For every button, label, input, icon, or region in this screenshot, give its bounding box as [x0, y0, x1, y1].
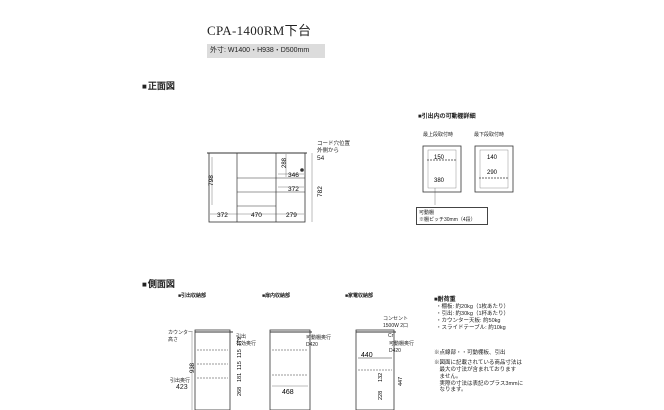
- load-item: ・棚板: 約20kg（1枚あたり）: [436, 304, 510, 310]
- front-view-heading: 正面図: [142, 79, 175, 92]
- counter-height-label: カウンター 高さ: [168, 330, 194, 343]
- dim-140: 140: [487, 155, 498, 161]
- drawer-depth-label: 引出奥行: [170, 378, 191, 384]
- outlet-label: コンセント 1500W 2口: [383, 316, 409, 329]
- door-width: 468: [282, 389, 294, 396]
- dim-440: 440: [361, 352, 373, 359]
- load-item: ・スライドテーブル: 約10kg: [436, 324, 506, 331]
- appliance-shelf-label: 可動棚奥行 D420: [389, 341, 415, 354]
- notes-list: ※点線部・・可動棚板、引出 ※図面に記載されている商品寸法は 最大の寸法が含まれ…: [434, 350, 523, 394]
- side-view-heading: 側面図: [142, 277, 175, 290]
- dim-372b: 372: [217, 212, 228, 219]
- load-item: ・カウンター天板: 約50kg: [436, 317, 501, 324]
- cr-label: Cr: [388, 333, 394, 339]
- dim-228: 228: [378, 391, 384, 400]
- note-item: ※点線部・・可動棚板、引出: [434, 350, 506, 356]
- note-item: なります。: [434, 387, 467, 394]
- dim-470: 470: [251, 212, 262, 219]
- dim-288: 288: [282, 157, 288, 168]
- dim-290: 290: [487, 170, 498, 176]
- label-bottom-mount: 最下段取付時: [474, 132, 505, 138]
- drawer-depth-value: 423: [176, 384, 188, 391]
- shelf-detail-drawing: 150 380 140 290: [422, 145, 514, 205]
- dim-372a: 372: [288, 186, 299, 193]
- drawer-side-drawing: 938 179 115 115 181 268: [190, 329, 243, 410]
- cord-note: コード穴位置 外側から 54: [317, 141, 351, 162]
- cord-hole-icon: [300, 168, 304, 172]
- label-top-mount: 最上段取付時: [423, 132, 454, 138]
- view-heading-drawer: ■引出収納部: [178, 293, 207, 299]
- svg-text:181: 181: [237, 373, 243, 382]
- svg-text:115: 115: [237, 361, 243, 370]
- shelf-detail-heading: ■引出内の可動棚詳細: [418, 114, 476, 120]
- dim-346: 346: [288, 172, 299, 179]
- svg-text:179: 179: [237, 337, 243, 346]
- note-item: 最大の寸法が含まれております: [434, 366, 517, 373]
- appliance-side-drawing: 440 447 132 228: [355, 329, 404, 410]
- dim-132: 132: [378, 373, 384, 382]
- drawer-effective-depth-label: 引出 有効奥行: [236, 334, 257, 347]
- outer-dimensions: 外寸: W1400・H938・D500mm: [207, 44, 325, 58]
- dim-798: 798: [208, 175, 215, 186]
- dim-938: 938: [190, 362, 196, 373]
- dim-380: 380: [434, 178, 445, 184]
- front-view-drawing: 288 346 798 372 782 372 470 279: [207, 152, 324, 223]
- dim-782: 782: [317, 186, 324, 197]
- door-shelf-depth-label: 可動棚奥行 D420: [306, 335, 332, 348]
- view-heading-appliance: ■家電収納部: [345, 293, 374, 299]
- page-title: CPA-1400RM下台: [207, 23, 312, 38]
- dim-279: 279: [286, 212, 297, 219]
- view-heading-door: ■扉内収納部: [262, 293, 291, 299]
- svg-text:115: 115: [237, 349, 243, 358]
- door-side-drawing: 468: [269, 329, 312, 410]
- load-item: ・引出: 約30kg（1杯あたり）: [436, 310, 510, 317]
- note-item: ※図面に記載されている商品寸法は: [434, 359, 522, 366]
- cabinet-outline: [208, 152, 306, 223]
- load-list: ・棚板: 約20kg（1枚あたり） ・引出: 約30kg（1杯あたり） ・カウン…: [436, 304, 509, 332]
- movable-shelf-note: 可動棚 ※棚ピッチ30mm（4段）: [416, 207, 488, 225]
- note-item: ません。: [434, 373, 462, 380]
- dim-150: 150: [434, 155, 445, 161]
- note-item: 実際の寸法は表記のプラス3mmに: [434, 380, 524, 387]
- svg-text:268: 268: [237, 387, 243, 396]
- load-heading: ■耐荷重: [434, 297, 456, 303]
- dim-447: 447: [398, 377, 404, 386]
